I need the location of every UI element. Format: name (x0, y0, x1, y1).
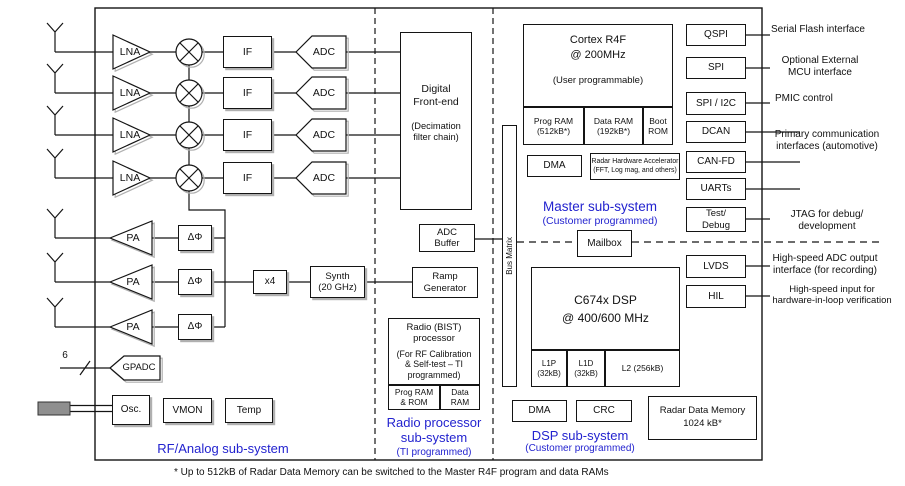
adc-buffer-block: ADC Buffer (419, 224, 475, 252)
gpadc-bus-width: 6 (62, 349, 68, 361)
annotation-mcu-interface: Optional External MCU interface (781, 55, 859, 78)
cortex-r4f-title: Cortex R4F @ 200MHz (569, 34, 627, 61)
if-block: IF (223, 77, 272, 109)
dsp-crc-block: CRC (576, 400, 632, 422)
dsp-subsystem-note: (Customer programmed) (525, 443, 635, 454)
lna-amp-icons (112, 34, 152, 196)
osc-block: Osc. (112, 395, 150, 425)
adc-label: ADC (312, 86, 336, 99)
radio-bist-note: (For RF Calibration & Self-test – TI pro… (396, 348, 472, 380)
radio-subsystem-label: Radio processor sub-system (386, 415, 482, 445)
master-subsystem-label: Master sub-system (542, 198, 658, 214)
dsp-l2-block: L2 (256kB) (605, 350, 680, 387)
chip-boundary (94, 7, 763, 461)
subsystem-divider-lines (374, 8, 494, 460)
dsp-subsystem-label: DSP sub-system (531, 427, 629, 443)
annotation-pmic: PMIC control (775, 93, 833, 104)
dsp-l1d-block: L1D (32kB) (567, 350, 605, 387)
dcan-block: DCAN (686, 121, 746, 143)
analog-shapes (108, 34, 347, 381)
master-dma-block: DMA (527, 155, 582, 177)
lna-label: LNA (119, 128, 141, 141)
mailbox-block: Mailbox (577, 230, 632, 257)
adc-label: ADC (312, 45, 336, 58)
if-block: IF (223, 36, 272, 68)
lna-label: LNA (119, 86, 141, 99)
master-subsystem-note: (Customer programmed) (542, 215, 658, 228)
rf-analog-subsystem-label: RF/Analog sub-system (157, 441, 289, 457)
digital-front-end-block: Digital Front-end (Decimation filter cha… (400, 32, 472, 210)
pa-label: PA (126, 275, 140, 288)
radio-bist-title: Radio (BIST) processor (406, 322, 462, 345)
temp-block: Temp (225, 398, 273, 423)
lna-label: LNA (119, 171, 141, 184)
multiplier-x4-block: x4 (253, 270, 287, 294)
pa-label: PA (126, 231, 140, 244)
hil-block: HIL (686, 285, 746, 308)
boot-rom-block: Boot ROM (643, 107, 673, 145)
mixer-icons (175, 38, 203, 192)
radio-data-ram-block: Data RAM (440, 385, 480, 410)
if-block: IF (223, 119, 272, 151)
synth-block: Synth (20 GHz) (310, 266, 365, 298)
phase-shifter-block: ΔΦ (178, 269, 212, 295)
adc-label: ADC (312, 128, 336, 141)
adc-pentagon-icons (295, 35, 347, 195)
annotation-primary-comm: Primary communication interfaces (automo… (774, 129, 880, 152)
dsp-dma-block: DMA (512, 400, 567, 422)
annotation-jtag: JTAG for debug/ development (790, 209, 864, 232)
radar-data-memory-block: Radar Data Memory 1024 kB* (648, 396, 757, 440)
test-debug-block: Test/ Debug (686, 207, 746, 232)
adc-label: ADC (312, 171, 336, 184)
radio-prog-ram-rom-block: Prog RAM & ROM (388, 385, 440, 410)
annotation-serial-flash: Serial Flash interface (771, 24, 865, 35)
spi-i2c-block: SPI / I2C (686, 92, 746, 115)
master-data-ram-block: Data RAM (192kB*) (584, 107, 643, 145)
master-prog-ram-block: Prog RAM (512kB*) (523, 107, 584, 145)
lna-label: LNA (119, 45, 141, 58)
pa-amp-icons (108, 220, 153, 345)
can-fd-block: CAN-FD (686, 151, 746, 173)
ramp-generator-block: Ramp Generator (412, 267, 478, 298)
signal-lines (55, 34, 800, 413)
cortex-r4f-note: (User programmable) (552, 74, 644, 86)
radio-bist-processor-block: Radio (BIST) processor (For RF Calibrati… (388, 318, 480, 385)
annotation-hil: High-speed input for hardware-in-loop ve… (772, 283, 892, 306)
phase-shifter-block: ΔΦ (178, 314, 212, 340)
if-block: IF (223, 162, 272, 194)
bus-matrix-block: Bus Matrix (502, 125, 517, 387)
radar-hw-accelerator-block: Radar Hardware Accelerator (FFT, Log mag… (590, 153, 680, 180)
bus-matrix-label: Bus Matrix (504, 237, 514, 275)
c674x-dsp-block: C674x DSP @ 400/600 MHz (531, 267, 680, 350)
digital-front-end-subtitle: (Decimation filter chain) (411, 121, 461, 143)
radio-subsystem-note: (TI programmed) (396, 447, 472, 458)
gpadc-label: GPADC (122, 362, 156, 374)
lvds-block: LVDS (686, 255, 746, 278)
cortex-r4f-block: Cortex R4F @ 200MHz (User programmable) (523, 24, 673, 107)
vmon-block: VMON (163, 398, 212, 423)
digital-front-end-title: Digital Front-end (413, 83, 459, 108)
gpadc-pentagon-icon (109, 355, 161, 381)
crystal-icon (37, 401, 71, 416)
footnote: * Up to 512kB of Radar Data Memory can b… (174, 467, 609, 478)
uarts-block: UARTs (686, 178, 746, 200)
dsp-l1p-block: L1P (32kB) (531, 350, 567, 387)
annotation-lvds: High-speed ADC output interface (for rec… (772, 253, 878, 276)
antenna-icons (46, 22, 64, 327)
qspi-block: QSPI (686, 24, 746, 46)
pa-label: PA (126, 320, 140, 333)
spi-block: SPI (686, 57, 746, 79)
phase-shifter-block: ΔΦ (178, 225, 212, 251)
